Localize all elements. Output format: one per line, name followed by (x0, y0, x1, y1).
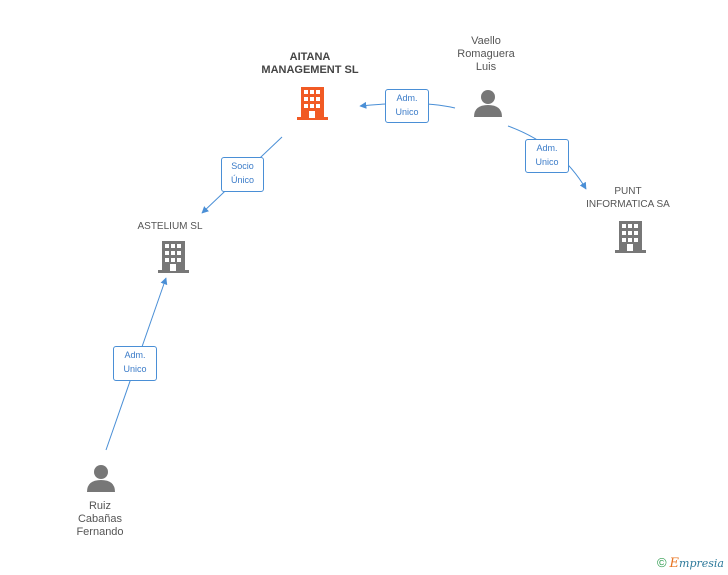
empresia-logo: ©Empresia (657, 555, 724, 571)
node-name-line: Vaello (471, 35, 501, 47)
node-label-ruiz[interactable]: Ruiz Cabañas Fernando (50, 500, 150, 539)
node-name-line: Fernando (76, 526, 124, 538)
edge-label-ruiz-astelium[interactable]: Adm. Unico (113, 346, 157, 381)
edge-role-line: Socio (231, 161, 254, 171)
edge-role-line: Adm. (396, 93, 418, 103)
node-label-punt[interactable]: PUNT INFORMATICA SA (568, 185, 688, 211)
building-icon[interactable] (615, 221, 646, 253)
edge-role-line: Único (230, 175, 254, 185)
building-icon[interactable] (297, 87, 328, 120)
edge-role-line: Unico (395, 107, 419, 117)
building-icon[interactable] (158, 241, 189, 273)
edge-role-line: Unico (535, 157, 559, 167)
edge-label-vaello-aitana[interactable]: Adm. Unico (385, 89, 429, 123)
brand-initial: E (669, 556, 680, 571)
node-name-line: Luis (475, 61, 497, 73)
brand-wordmark: mpresia (679, 557, 724, 570)
node-name-line: MANAGEMENT SL (261, 64, 359, 76)
edge-role-line: Unico (123, 364, 147, 374)
node-label-vaello[interactable]: Vaello Romaguera Luis (436, 35, 536, 74)
edge-role-line: Adm. (124, 350, 146, 360)
edge-role-line: Adm. (536, 143, 558, 153)
edge-label-vaello-punt[interactable]: Adm. Unico (525, 139, 569, 173)
node-name-line: Ruiz (88, 500, 111, 512)
node-name-line: Romaguera (457, 48, 515, 60)
node-name-line: AITANA (289, 51, 331, 63)
node-name-line: ASTELIUM SL (137, 221, 203, 232)
person-icon[interactable] (474, 90, 502, 117)
edge-label-aitana-astelium[interactable]: Socio Único (221, 157, 264, 192)
node-name-line: INFORMATICA SA (586, 199, 670, 210)
node-label-astelium[interactable]: ASTELIUM SL (120, 220, 220, 233)
person-icon[interactable] (87, 465, 115, 492)
node-label-aitana[interactable]: AITANA MANAGEMENT SL (245, 51, 375, 77)
node-name-line: Cabañas (77, 513, 123, 525)
node-name-line: PUNT (614, 186, 642, 197)
copyright-symbol: © (656, 555, 667, 570)
